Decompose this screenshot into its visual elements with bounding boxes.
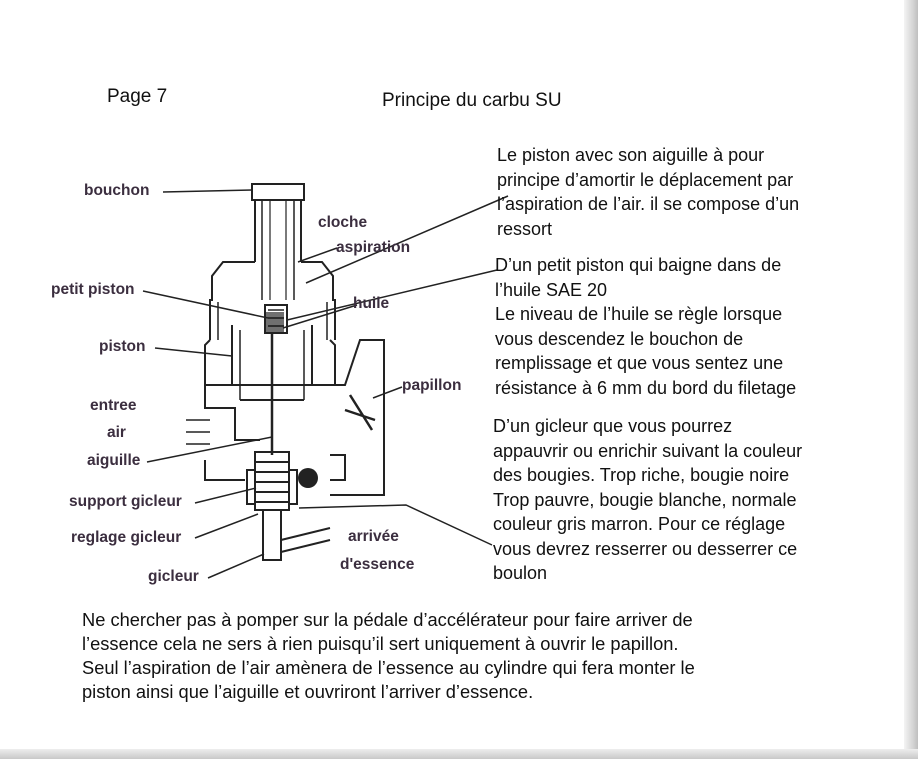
paragraph-piston: Le piston avec son aiguille à pour princ… [497,143,799,241]
text-line: principe d’amortir le déplacement par [497,169,794,190]
gicleur-shape [262,510,282,561]
label-arrivee: arrivée [348,528,399,545]
label-huile: huile [353,295,390,312]
page-title: Principe du carbu SU [382,90,562,111]
text-line: vous descendez le bouchon de [495,328,744,349]
jet-bolt [298,468,318,488]
text-line: Le piston avec son aiguille à pour [497,145,765,165]
page-edge-right [904,0,918,759]
label-bouchon: bouchon [84,182,150,199]
petit-piston-shape [264,304,288,334]
label-reglage-gicleur: reglage gicleur [71,529,182,546]
cloche-outline [209,261,336,340]
paragraph-petit-piston: D’un petit piston qui baigne dans de l’h… [495,253,796,400]
fuel-inlet [280,527,331,553]
text-line: piston ainsi que l’aiguille et ouvriront… [82,681,534,702]
text-line: ressort [497,218,553,239]
label-entree: entree [90,397,137,414]
text-line: l’aspiration de l’air. il se compose d’u… [497,194,800,214]
label-air: air [107,424,126,441]
text-line: Le niveau de l’huile se règle lorsque [495,304,783,324]
label-piston: piston [99,338,146,355]
text-line: Ne chercher pas à pomper sur la pédale d… [82,609,693,630]
paragraph-gicleur: D’un gicleur que vous pourrez appauvrir … [493,414,802,586]
text-line: remplissage et que vous sentez une [495,353,784,373]
label-aiguille: aiguille [87,452,141,469]
text-line: D’un gicleur que vous pourrez [493,416,733,436]
footer-note: Ne chercher pas à pomper sur la pédale d… [82,608,695,704]
text-line: vous devrez resserrer ou desserrer ce [493,538,798,559]
label-cloche: cloche [318,214,368,231]
dashpot-tube [254,200,302,262]
text-line: l’essence cela ne sers à rien puisqu’il … [82,633,679,654]
text-line: boulon [493,563,548,583]
label-support-gicleur: support gicleur [69,493,182,510]
label-papillon: papillon [402,377,462,394]
page-number: Page 7 [107,86,168,107]
text-line: Trop pauvre, bougie blanche, normale [493,489,797,510]
papillon-shape [344,394,376,431]
text-line: couleur gris marron. Pour ce réglage [493,514,786,534]
label-aspiration: aspiration [336,239,411,256]
bouchon-cap [251,183,305,201]
text-line: appauvrir ou enrichir suivant la couleur [493,440,803,461]
text-line: l’huile SAE 20 [495,279,608,300]
text-line: des bougies. Trop riche, bougie noire [493,465,790,485]
piston-body [231,325,313,385]
page-edge-bottom [0,749,918,759]
text-line: Seul l’aspiration de l’air amènera de l’… [82,657,695,678]
label-gicleur: gicleur [148,568,199,585]
label-petit-piston: petit piston [51,281,135,298]
label-essence: d'essence [340,556,415,573]
text-line: résistance à 6 mm du bord du filetage [495,377,797,398]
carb-body [204,339,385,496]
text-line: D’un petit piston qui baigne dans de [495,255,782,275]
